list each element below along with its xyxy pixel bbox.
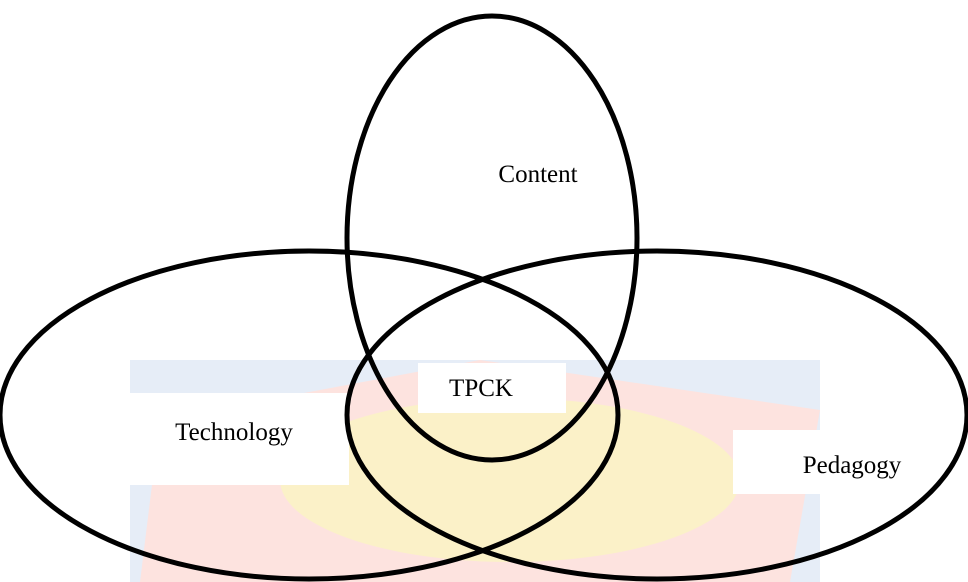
technology-label-background <box>119 393 349 485</box>
pedagogy-circle <box>344 248 968 582</box>
content-circle <box>344 13 640 463</box>
tpck-label: TPCK <box>449 375 513 402</box>
technology-label: Technology <box>175 419 293 446</box>
label-backgrounds <box>119 363 961 494</box>
tpck-label-background <box>418 363 566 413</box>
pedagogy-label-background <box>733 430 961 494</box>
pedagogy-label: Pedagogy <box>803 452 902 479</box>
content-label: Content <box>498 161 577 188</box>
venn-labels: Content Technology TPCK Pedagogy <box>175 161 902 479</box>
technology-circle <box>0 248 621 582</box>
watermark-emblem <box>280 398 740 562</box>
venn-circles <box>0 13 968 582</box>
